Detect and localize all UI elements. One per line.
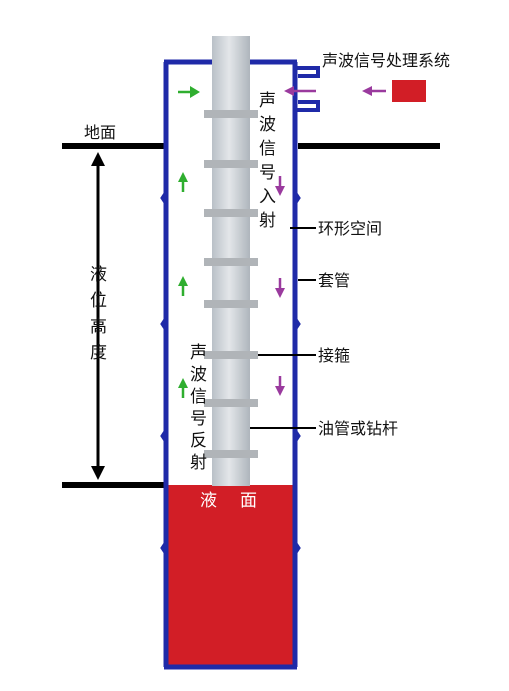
vertical-label-char: 波: [190, 365, 207, 385]
coupling-label: 接箍: [318, 346, 350, 365]
vertical-label-char: 号: [259, 163, 276, 183]
annulus-label: 环形空间: [318, 219, 382, 238]
liquid-surface-label-left: 液: [200, 491, 217, 511]
coupling: [204, 399, 258, 407]
casing-joints: [160, 191, 301, 555]
vertical-label-char: 信: [190, 387, 207, 407]
vertical-label-char: 射: [190, 453, 207, 473]
liquid-surface-label-right: 面: [240, 491, 257, 511]
coupling: [204, 351, 258, 359]
coupling: [204, 450, 258, 458]
vertical-label-char: 声: [259, 91, 276, 111]
tubing-label: 油管或钻杆: [318, 419, 398, 438]
system-label: 声波信号处理系统: [322, 51, 450, 70]
vertical-label-char: 高: [90, 317, 107, 337]
vertical-label-char: 液: [90, 265, 107, 285]
vertical-label-char: 反: [190, 431, 207, 451]
liquid-column: [166, 485, 295, 667]
vertical-label-char: 号: [190, 409, 207, 429]
coupling: [204, 300, 258, 308]
coupling: [204, 258, 258, 266]
ground-label: 地面: [84, 123, 116, 142]
couplings: [204, 110, 258, 458]
casing-label: 套管: [318, 271, 350, 290]
arrow-down-icon: [275, 176, 285, 396]
vertical-label-char: 声: [190, 343, 207, 363]
vertical-label-char: 度: [90, 343, 107, 363]
arrow-up-icon: [178, 86, 200, 398]
vertical-label-char: 射: [259, 211, 276, 231]
vertical-label-char: 入: [259, 187, 276, 207]
coupling: [204, 209, 258, 217]
vertical-label-char: 信: [259, 139, 276, 159]
sound-source-icon: [392, 80, 426, 102]
liquid-height-arrow-bottom: [91, 466, 105, 480]
casing-side-port: [295, 66, 320, 112]
liquid-height-arrow-top: [91, 152, 105, 166]
leader-lines: [250, 227, 316, 429]
vertical-label-char: 位: [90, 291, 107, 311]
source-arrow: [284, 86, 386, 96]
coupling: [204, 160, 258, 168]
vertical-label-char: 波: [259, 115, 276, 135]
coupling: [204, 110, 258, 118]
